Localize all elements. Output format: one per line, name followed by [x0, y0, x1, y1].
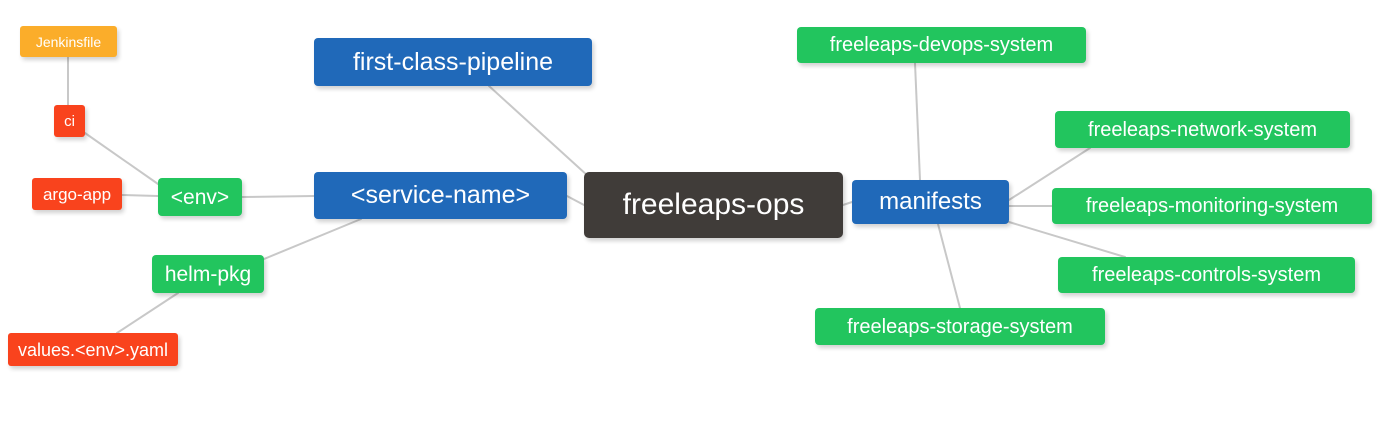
mindmap-node-argo-app[interactable]: argo-app: [32, 178, 122, 210]
node-label-freeleaps-controls-system: freeleaps-controls-system: [1092, 264, 1321, 286]
edge-env-to-argo-app: [121, 194, 159, 197]
mindmap-node-helm-pkg[interactable]: helm-pkg: [152, 255, 264, 293]
mindmap-node-root[interactable]: freeleaps-ops: [584, 172, 843, 238]
node-label-manifests: manifests: [879, 188, 982, 215]
edge-service-name-to-helm-pkg: [263, 218, 362, 260]
node-label-first-class-pipeline: first-class-pipeline: [352, 47, 554, 76]
edge-helm-pkg-to-values-yaml: [116, 292, 179, 334]
mindmap-node-values-yaml[interactable]: values.<env>.yaml: [8, 333, 178, 366]
node-label-service-name: <service-name>: [350, 181, 531, 209]
edge-root-to-service-name: [566, 195, 585, 206]
mindmap-node-freeleaps-monitoring-system[interactable]: freeleaps-monitoring-system: [1052, 188, 1372, 224]
edge-manifests-to-freeleaps-storage-system: [937, 223, 961, 309]
mindmap-node-freeleaps-storage-system[interactable]: freeleaps-storage-system: [815, 308, 1105, 345]
node-label-ci: ci: [64, 112, 75, 130]
node-label-values-yaml: values.<env>.yaml: [17, 339, 169, 360]
mindmap-node-first-class-pipeline[interactable]: first-class-pipeline: [314, 38, 592, 86]
node-label-freeleaps-devops-system: freeleaps-devops-system: [829, 34, 1054, 56]
mindmap-node-manifests[interactable]: manifests: [852, 180, 1009, 224]
edge-env-to-ci: [84, 132, 159, 185]
mindmap-node-freeleaps-network-system[interactable]: freeleaps-network-system: [1055, 111, 1350, 148]
edge-manifests-to-freeleaps-controls-system: [1008, 221, 1126, 258]
mindmap-node-ci[interactable]: ci: [54, 105, 85, 137]
node-label-env: <env>: [170, 185, 230, 209]
edge-service-name-to-first-class-pipeline: [488, 85, 589, 177]
mindmap-node-freeleaps-controls-system[interactable]: freeleaps-controls-system: [1058, 257, 1355, 293]
edge-root-to-manifests: [842, 201, 853, 206]
mindmap-node-jenkinsfile[interactable]: Jenkinsfile: [20, 26, 117, 57]
mindmap-node-env[interactable]: <env>: [158, 178, 242, 216]
node-label-argo-app: argo-app: [42, 184, 112, 204]
edge-service-name-to-env: [241, 195, 315, 198]
node-label-freeleaps-storage-system: freeleaps-storage-system: [847, 315, 1073, 338]
mindmap-node-service-name[interactable]: <service-name>: [314, 172, 567, 219]
node-label-freeleaps-network-system: freeleaps-network-system: [1088, 118, 1317, 141]
node-label-helm-pkg: helm-pkg: [164, 262, 252, 286]
node-label-jenkinsfile: Jenkinsfile: [35, 33, 102, 50]
node-label-freeleaps-monitoring-system: freeleaps-monitoring-system: [1085, 195, 1339, 217]
mindmap-node-freeleaps-devops-system[interactable]: freeleaps-devops-system: [797, 27, 1086, 63]
edge-manifests-to-freeleaps-devops-system: [914, 62, 921, 181]
node-label-root: freeleaps-ops: [622, 188, 805, 221]
